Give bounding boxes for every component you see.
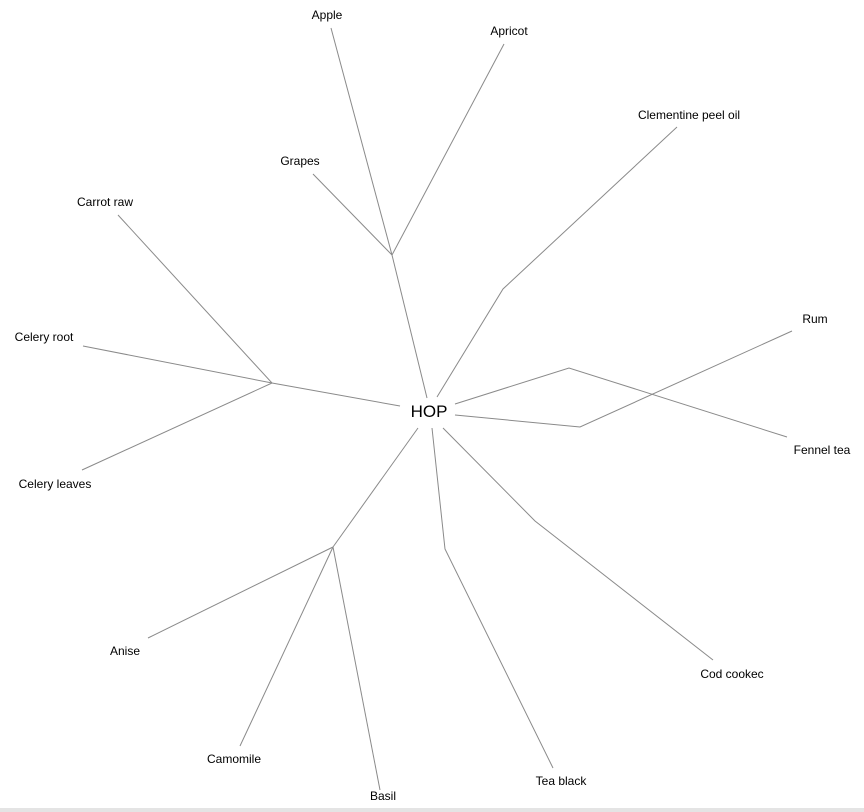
leaf-anise[interactable]: Anise — [110, 644, 140, 658]
edge-hop-fruit — [391, 254, 428, 399]
leaf-cod-cooked[interactable]: Cod cookec — [700, 667, 763, 681]
edge-celery-root — [82, 345, 273, 384]
edge-celery-leaves — [81, 382, 273, 471]
leaf-basil[interactable]: Basil — [370, 789, 396, 803]
leaf-rum[interactable]: Rum — [802, 312, 827, 326]
edge-apricot — [391, 43, 505, 256]
leaf-fennel-tea[interactable]: Fennel tea — [794, 443, 851, 457]
leaf-apple[interactable]: Apple — [312, 8, 343, 22]
edge-tea — [431, 427, 554, 769]
edge-basil — [332, 546, 381, 791]
leaf-camomile[interactable]: Camomile — [207, 752, 261, 766]
edge-anise — [147, 546, 334, 639]
edge-fennel — [454, 367, 788, 438]
leaf-grapes[interactable]: Grapes — [280, 154, 319, 168]
bottom-border — [0, 808, 864, 812]
leaf-carrot-raw[interactable]: Carrot raw — [77, 195, 133, 209]
edge-carrot — [117, 214, 273, 384]
leaf-celery-leaves[interactable]: Celery leaves — [19, 477, 92, 491]
root-node-label[interactable]: HOP — [411, 402, 448, 421]
leaf-celery-root[interactable]: Celery root — [15, 330, 74, 344]
leaf-tea-black[interactable]: Tea black — [536, 774, 588, 788]
edge-clementine — [436, 126, 678, 398]
edge-apple — [330, 27, 393, 256]
edge-rum — [454, 330, 793, 428]
edge-grapes — [312, 173, 393, 256]
edge-hop-herbs — [332, 427, 419, 548]
leaf-apricot[interactable]: Apricot — [490, 24, 528, 38]
leaf-clementine[interactable]: Clementine peel oil — [638, 108, 740, 122]
edge-hop-vegetables — [271, 382, 401, 407]
edge-camomile — [239, 546, 334, 747]
edge-cod — [442, 427, 714, 661]
